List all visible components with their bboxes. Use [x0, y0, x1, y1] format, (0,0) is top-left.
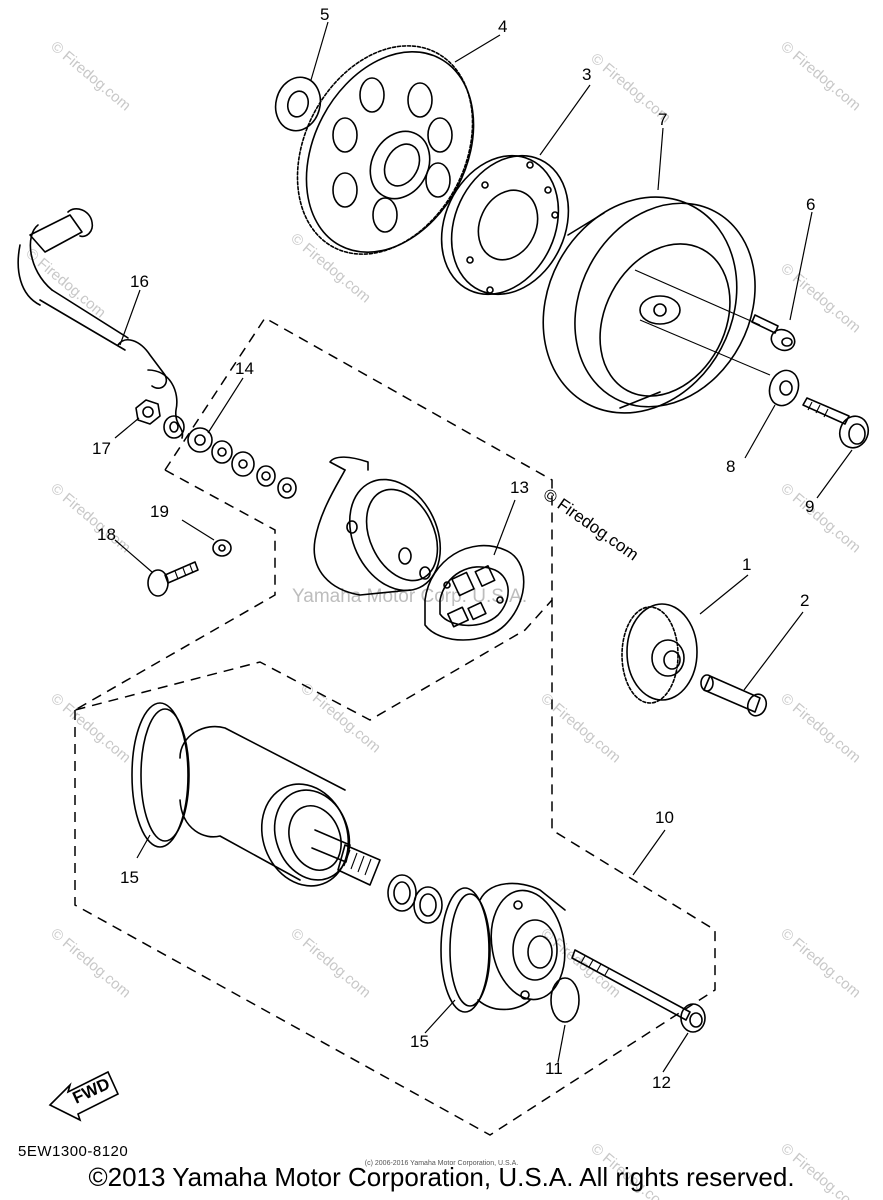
part-18-screw [147, 561, 199, 597]
diagram-code: 5EW1300-8120 [18, 1143, 129, 1160]
callout-7: 7 [658, 110, 667, 129]
callout-5: 5 [320, 5, 329, 24]
watermark-grid: © Firedog.com © Firedog.com © Firedog.co… [22, 38, 863, 1200]
part-5-washer [274, 76, 322, 132]
part-11-o-ring [550, 977, 580, 1023]
copyright-notice: ©2013 Yamaha Motor Corporation, U.S.A. A… [88, 1162, 795, 1192]
watermark-text: © Firedog.com [287, 230, 373, 306]
callout-15: 15 [120, 868, 139, 887]
part-4-ring-gear [296, 45, 475, 255]
watermark-text: © Firedog.com [47, 38, 133, 114]
watermark-text: © Firedog.com [287, 925, 373, 1001]
watermark-text: © Firedog.com [47, 925, 133, 1001]
callout-11: 11 [545, 1059, 563, 1078]
watermark-text: © Firedog.com [777, 480, 863, 556]
callout-4: 4 [498, 17, 507, 36]
small-copyright: (c) 2006-2016 Yamaha Motor Corporation, … [364, 1160, 519, 1167]
callout-17: 17 [92, 439, 111, 458]
starter-motor-body [131, 702, 381, 887]
watermark-text: © Firedog.com [537, 690, 623, 766]
watermark-text: © Firedog.com [47, 690, 133, 766]
watermark-text: © Firedog.com [777, 260, 863, 336]
part-6-bolt [751, 314, 796, 352]
leader-lines [114, 21, 853, 1073]
front-washers [387, 874, 443, 924]
part-19-washer [212, 539, 232, 557]
part-12-through-bolt [571, 949, 706, 1033]
callout-8: 8 [726, 457, 735, 476]
part-2-shaft [700, 674, 768, 717]
part-1-idler-gear [621, 603, 698, 704]
firedog-label: © Firedog.com [540, 485, 642, 565]
callout-10: 10 [655, 808, 674, 827]
watermark-text: © Firedog.com [777, 925, 863, 1001]
watermark-text: © Firedog.com [777, 38, 863, 114]
starter-end-cover [313, 456, 442, 596]
callout-6: 6 [806, 195, 815, 214]
part-8-washer [768, 369, 800, 407]
center-watermark: Yamaha Motor Corp. U.S.A. [292, 586, 527, 607]
part-16-cable [17, 208, 184, 439]
callout-14: 14 [235, 359, 254, 378]
callout-3: 3 [582, 65, 591, 84]
watermark-text: © Firedog.com [22, 245, 108, 321]
callout-18: 18 [97, 525, 116, 544]
callout-numbers: 5 4 3 7 6 8 9 1 2 10 11 12 13 14 15 15 1… [92, 5, 815, 1092]
part-9-bolt [802, 397, 870, 449]
part-13-brush-holder [424, 544, 525, 641]
callout-2: 2 [800, 591, 809, 610]
part-3-clutch [440, 154, 570, 296]
starter-front-cover [440, 882, 566, 1013]
fwd-arrow: FWD [48, 1070, 120, 1122]
watermark-text: © Firedog.com [777, 690, 863, 766]
callout-16: 16 [130, 272, 149, 291]
callout-13: 13 [510, 478, 529, 497]
part-14-hardware [187, 427, 297, 499]
group-outline-lower [74, 600, 716, 1136]
group-outline-side [74, 469, 276, 711]
callout-15: 15 [410, 1032, 429, 1051]
watermark-text: © Firedog.com [297, 680, 383, 756]
part-7-flywheel [542, 196, 771, 414]
callout-1: 1 [742, 555, 751, 574]
part-17-nut [135, 399, 185, 439]
callout-9: 9 [805, 497, 814, 516]
group-outline-upper [74, 317, 553, 721]
callout-12: 12 [652, 1073, 671, 1092]
callout-19: 19 [150, 502, 169, 521]
